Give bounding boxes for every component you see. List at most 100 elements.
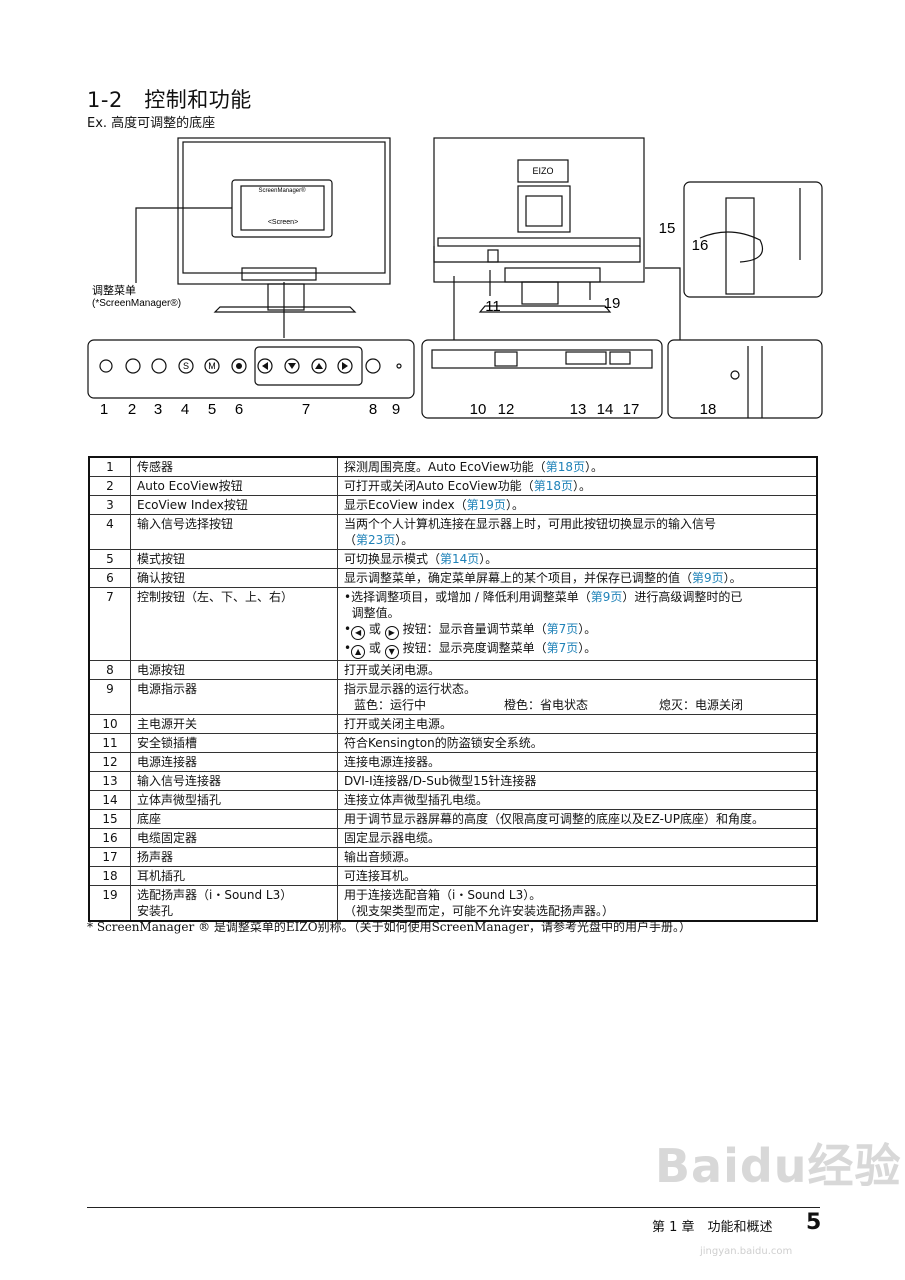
row-desc: 打开或关闭主电源。 (344, 717, 453, 731)
page-link[interactable]: 第14页 (440, 552, 480, 566)
row-name-cell: 电缆固定器 (130, 828, 338, 848)
page-link[interactable]: 第19页 (466, 498, 506, 512)
row-name: 控制按钮（左、下、上、右） (137, 590, 294, 604)
row-name: 底座 (137, 812, 162, 826)
page-link[interactable]: 第18页 (533, 479, 573, 493)
callout-5: 5 (208, 401, 216, 418)
row-number: 19 (88, 885, 131, 922)
row-desc-cell: 固定显示器电缆。 (337, 828, 818, 848)
watermark: Baidu经验 (655, 1139, 902, 1193)
callout-18: 18 (700, 401, 717, 418)
table-row: 14 立体声微型插孔 连接立体声微型插孔电缆。 (88, 790, 818, 810)
table-row: 15 底座 用于调节显示器屏幕的高度（仅限高度可调整的底座以及EZ-UP底座）和角度… (88, 809, 818, 829)
left-arrow-icon: ◀ (351, 626, 366, 640)
callout-3: 3 (154, 401, 162, 418)
page-link[interactable]: 第9页 (692, 571, 724, 585)
row-name-cell: 电源连接器 (130, 752, 338, 772)
callout-2: 2 (128, 401, 136, 418)
row-desc-after: ）。 (723, 571, 742, 585)
row-number: 18 (88, 866, 131, 886)
row-desc-cell: 打开或关闭主电源。 (337, 714, 818, 734)
row-desc2: 调整值。 (351, 606, 400, 620)
status-blue: 蓝色：运行中 (354, 698, 427, 712)
front-panel-strip (87, 339, 415, 399)
row-name-cell: 电源指示器 (130, 679, 338, 715)
row-name: 输入信号连接器 (137, 774, 222, 788)
row-name-cell: 安全锁插槽 (130, 733, 338, 753)
row-name-cell: 控制按钮（左、下、上、右） (130, 587, 338, 661)
page-title: 1-2 控制和功能 (87, 88, 252, 112)
row-number: 13 (88, 771, 131, 791)
row-desc-cell: 连接电源连接器。 (337, 752, 818, 772)
row-name-cell: 确认按钮 (130, 568, 338, 588)
row-desc-cell: 连接立体声微型插孔电缆。 (337, 790, 818, 810)
row-desc2: （视支架类型而定，可能不允许安装选配扬声器。） (344, 904, 615, 918)
svg-text:S: S (183, 361, 189, 371)
row-number: 17 (88, 847, 131, 867)
row-number: 2 (88, 476, 131, 496)
callout-16: 16 (692, 237, 709, 254)
footnote: * ScreenManager ® 是调整菜单的EIZO别称。（关于如何使用Sc… (87, 920, 692, 934)
bullet: • (344, 622, 352, 636)
row-name: 输入信号选择按钮 (137, 517, 234, 531)
row-desc-cell: 可切换显示模式（第14页）。 (337, 549, 818, 569)
row-name: 电源连接器 (137, 755, 198, 769)
row-name-cell: 主电源开关 (130, 714, 338, 734)
row-name: 安全锁插槽 (137, 736, 198, 750)
page-link[interactable]: 第9页 (590, 590, 623, 604)
row-desc: 打开或关闭电源。 (344, 663, 441, 677)
chapter-label: 第 1 章 功能和概述 (652, 1220, 773, 1235)
row-number: 16 (88, 828, 131, 848)
row-name: 耳机插孔 (137, 869, 186, 883)
row-desc: 用于调节显示器屏幕的高度（仅限高度可调整的底座以及EZ-UP底座）和角度。 (344, 812, 764, 826)
row-name: Auto EcoView按钮 (137, 479, 243, 493)
page-link[interactable]: 第18页 (545, 460, 585, 474)
row-desc-cell: 打开或关闭电源。 (337, 660, 818, 680)
row-desc-cell: 输出音频源。 (337, 847, 818, 867)
callout-10: 10 (470, 401, 487, 418)
row-desc-after: ）进行高级调整时的已 (622, 590, 743, 604)
row-number: 15 (88, 809, 131, 829)
row-number: 6 (88, 568, 131, 588)
row-number: 12 (88, 752, 131, 772)
row-number: 14 (88, 790, 131, 810)
row-desc-cell: 符合Kensington的防盗锁安全系统。 (337, 733, 818, 753)
page-link[interactable]: 第23页 (356, 533, 396, 547)
front-monitor-bezel (177, 137, 391, 285)
row-name: 立体声微型插孔 (137, 793, 222, 807)
page-link[interactable]: 第7页 (546, 641, 579, 655)
row-desc: 连接电源连接器。 (344, 755, 441, 769)
row-name: 扬声器 (137, 850, 174, 864)
row-name: 主电源开关 (137, 717, 198, 731)
callout-6: 6 (235, 401, 243, 418)
row-desc: 连接立体声微型插孔电缆。 (344, 793, 489, 807)
callout-11: 11 (485, 298, 501, 315)
row-name: 电源按钮 (137, 663, 186, 677)
row-name: 模式按钮 (137, 552, 186, 566)
row-desc: •选择调整项目，或增加 / 降低利用调整菜单（ (344, 590, 591, 604)
screen-caption: <Screen> (268, 219, 298, 226)
callout-4: 4 (181, 401, 189, 418)
menu-label-line2: (*ScreenManager®) (92, 298, 181, 309)
cable-holder-zoom (683, 181, 823, 298)
page-link[interactable]: 第7页 (546, 622, 579, 636)
row-name: 选配扬声器（i・Sound L3） (137, 888, 293, 902)
row-desc: 指示显示器的运行状态。 (344, 682, 477, 696)
row-name-cell: 输入信号选择按钮 (130, 514, 338, 550)
row-desc: 用于连接选配音箱（i・Sound L3）。 (344, 888, 542, 902)
down-arrow-icon: ▼ (384, 645, 399, 659)
status-orange: 橙色：省电状态 (504, 698, 589, 712)
callout-1: 1 (100, 401, 108, 418)
row-name: EcoView Index按钮 (137, 498, 248, 512)
row-name-cell: 电源按钮 (130, 660, 338, 680)
table-row: 17 扬声器 输出音频源。 (88, 847, 818, 867)
right-arrow-icon: ▶ (384, 626, 399, 640)
